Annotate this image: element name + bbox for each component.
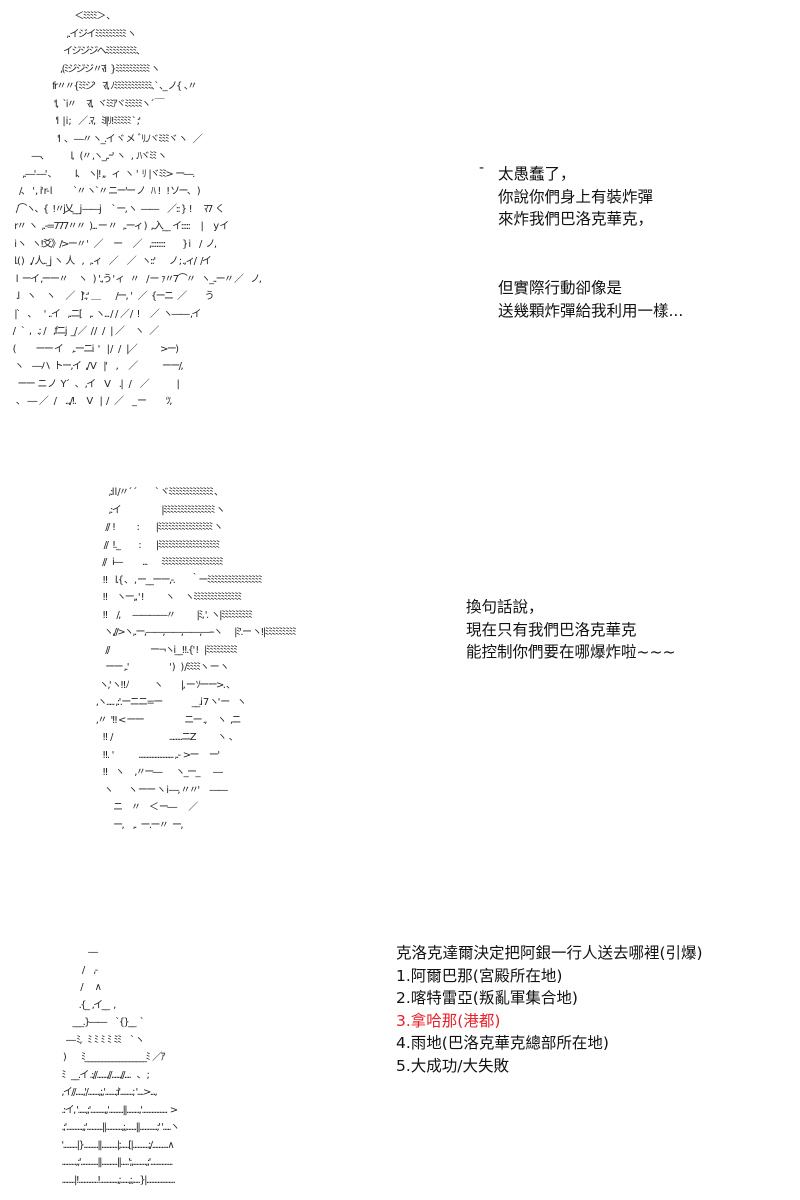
dialogue-line: 但實際行動卻像是 <box>498 279 623 297</box>
ascii-art-palace: ― / ,- / ∧ .{_ ,イ__ , ___.}―― `{}__ ` ― … <box>61 947 180 1186</box>
dialogue-block-1: 太愚蠢了， 你說你們身上有裝炸彈 來炸我們巴洛克華克， <box>498 163 653 231</box>
poll-option-1: 1.阿爾巴那(宮殿所在地) <box>396 966 563 985</box>
poll-question-block: 克洛克達爾決定把阿銀一行人送去哪裡(引爆) 1.阿爾巴那(宮殿所在地) 2.喀特… <box>396 942 703 1077</box>
poll-option-4: 4.雨地(巴洛克華克總部所在地) <box>396 1034 609 1052</box>
dialogue-line: 太愚蠢了， <box>498 165 576 183</box>
dialogue-line: 換句話說， <box>466 598 544 616</box>
panel-1: ＜ﾐﾐﾐﾐ＞ 、 ,.イジイﾐﾐﾐﾐﾐﾐﾐﾐﾐ ヽ イジジジへﾐﾐﾐﾐﾐﾐﾐﾐﾐ… <box>0 0 800 440</box>
dialogue-line: 送幾顆炸彈給我利用一樣... <box>498 301 684 320</box>
panel-3: ― / ,- / ∧ .{_ ,イ__ , ___.}―― `{}__ ` ― … <box>0 940 800 1200</box>
dialogue-line: 能控制你們要在哪爆炸啦~~~ <box>466 643 676 661</box>
dialogue-line: 現在只有我們巴洛克華克 <box>466 620 637 639</box>
poll-option-3-highlighted: 3.拿哈那(港都) <box>396 1011 501 1030</box>
panel-2: ,:l l /〃´ ´ ` ヾﾐﾐﾐﾐﾐﾐﾐﾐﾐﾐﾐﾐﾐ 、 ,:イ |ﾐﾐﾐﾐ… <box>0 480 800 850</box>
poll-question: 克洛克達爾決定把阿銀一行人送去哪裡(引爆) <box>396 944 703 962</box>
poll-option-2: 2.喀特雷亞(叛亂軍集合地) <box>396 989 578 1007</box>
dialogue-block-2: 但實際行動卻像是 送幾顆炸彈給我利用一樣... <box>498 277 683 322</box>
dialogue-block-3: 換句話說， 現在只有我們巴洛克華克 能控制你們要在哪爆炸啦~~~ <box>466 596 675 664</box>
poll-option-5: 5.大成功/大失敗 <box>396 1056 510 1075</box>
speech-marker-dash: - <box>479 160 485 176</box>
dialogue-line: 你說你們身上有裝炸彈 <box>498 187 654 206</box>
ascii-art-crocodile-profile: ,:l l /〃´ ´ ` ヾﾐﾐﾐﾐﾐﾐﾐﾐﾐﾐﾐﾐﾐ 、 ,:イ |ﾐﾐﾐﾐ… <box>95 487 297 831</box>
ascii-art-crocodile-laughing: ＜ﾐﾐﾐﾐ＞ 、 ,.イジイﾐﾐﾐﾐﾐﾐﾐﾐﾐ ヽ イジジジへﾐﾐﾐﾐﾐﾐﾐﾐﾐ… <box>12 11 262 407</box>
dialogue-line: 來炸我們巴洛克華克， <box>498 210 654 228</box>
